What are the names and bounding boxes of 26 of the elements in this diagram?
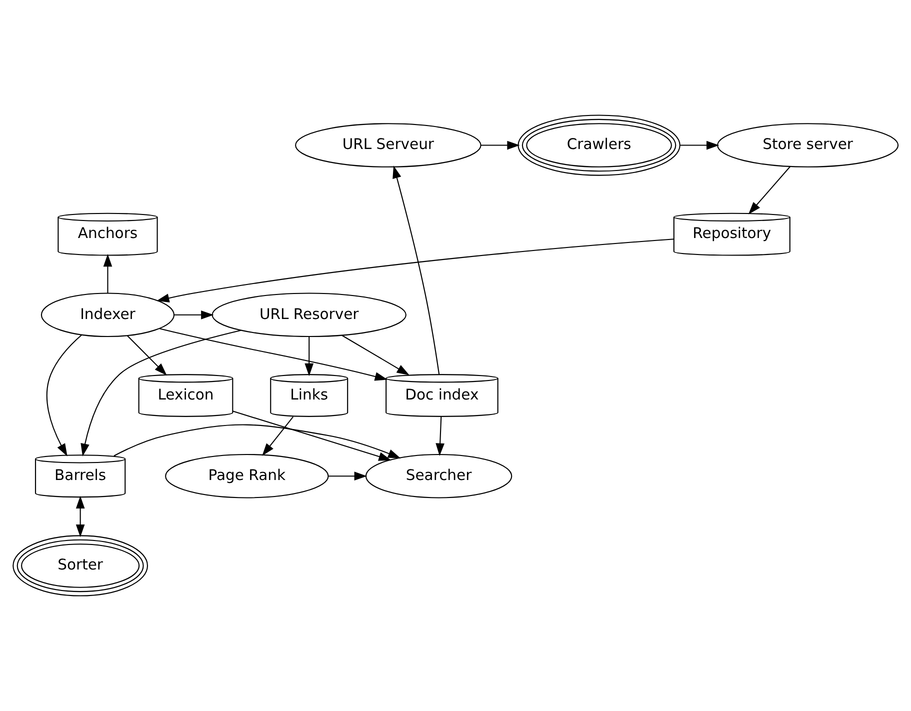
arrow	[174, 310, 214, 320]
arrow	[127, 335, 167, 376]
node-ellipse: Sorter	[12, 535, 148, 596]
arrow	[103, 254, 112, 294]
arrow	[748, 166, 791, 214]
arrow	[46, 334, 82, 456]
arrow	[304, 336, 314, 376]
arrow	[262, 416, 294, 456]
node-ellipse: Page Rank	[165, 454, 329, 498]
arrow	[392, 166, 440, 374]
arrow	[76, 496, 85, 538]
node-ellipse: Searcher	[365, 454, 512, 498]
arrow	[480, 140, 520, 150]
arrow	[436, 416, 444, 456]
node-ellipse: URL Serveur	[295, 123, 482, 168]
arrow	[328, 472, 367, 481]
arrow	[80, 330, 241, 456]
node-ellipse: URL Resorver	[212, 292, 406, 338]
arrow	[114, 424, 401, 458]
arrow	[342, 334, 410, 376]
arrow	[680, 140, 720, 150]
arrow	[156, 238, 674, 302]
node-ellipse: Store server	[717, 123, 899, 168]
arrow	[160, 328, 388, 381]
node-ellipse: Crawlers	[518, 114, 680, 176]
arrow	[232, 410, 392, 461]
